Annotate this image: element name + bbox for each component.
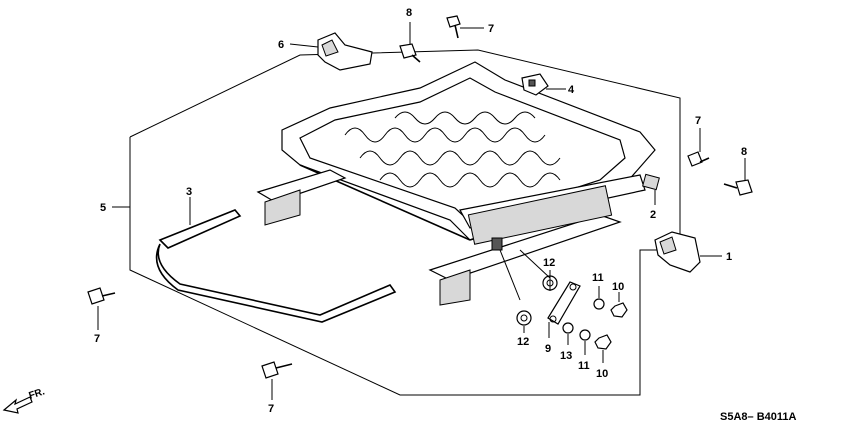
diagram-code: S5A8– B4011A [720,411,796,423]
callout-2: 2 [650,209,656,221]
washer-part-11-bottom [579,329,591,341]
bolt-7-right [687,151,710,167]
nut-part-12-bottom [516,310,532,326]
nut-part-10-top [610,302,628,318]
link-plate-part-9 [547,281,581,325]
clip-part-4 [521,73,549,96]
callout-5: 5 [100,202,106,214]
callout-8-top: 8 [406,7,412,19]
washer-part-11-top [593,298,605,310]
callout-8-right: 8 [741,146,747,158]
seat-frame-assembly [256,61,656,306]
callout-9: 9 [545,343,551,355]
washer-part-13 [562,322,574,334]
bolt-8-top [399,43,421,63]
bolt-7-bottom [261,361,293,379]
callout-7-top: 7 [488,23,494,35]
callout-11-bottom: 11 [578,360,590,372]
direction-label: FR. [28,386,47,402]
callout-12-bottom: 12 [517,336,529,348]
leader-lines [97,22,746,400]
bolt-7-top [446,15,461,39]
cover-part [317,32,373,71]
callout-11-top: 11 [592,272,604,284]
bolt-8-right [723,179,753,196]
callout-7-bottom: 7 [268,403,274,415]
callout-6: 6 [278,39,284,51]
callout-7-left: 7 [94,333,100,345]
callout-7-right: 7 [695,115,701,127]
callout-4: 4 [568,84,575,96]
front-direction-arrow-icon [2,396,33,414]
bolt-7-left [87,287,116,305]
callout-12-top: 12 [543,257,555,269]
callout-10-top: 10 [612,281,624,293]
callout-13: 13 [560,350,572,362]
nut-part-10-bottom [594,334,612,350]
towel-bar-part [155,209,397,323]
callout-3: 3 [186,186,192,198]
callout-1: 1 [726,251,732,263]
callout-10-bottom: 10 [596,368,608,380]
side-cover-part [654,231,701,273]
clip-part-2 [642,173,660,191]
